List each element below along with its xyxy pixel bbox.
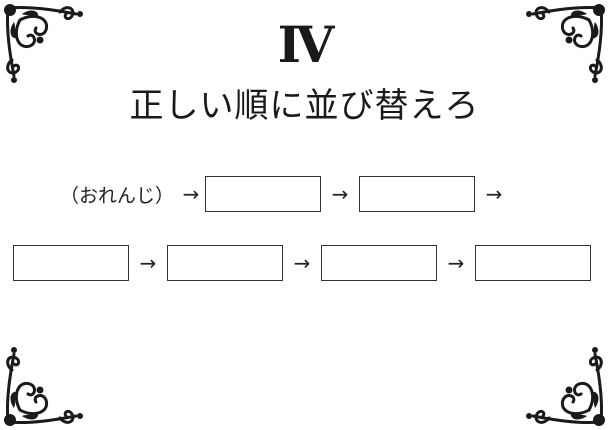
flourish-ornament-icon [526,347,605,426]
start-clue: （おれんじ） [60,184,175,207]
corner-ornament-top-right [523,0,609,86]
answer-slot-1[interactable] [205,176,322,212]
puzzle-title: 正しい順に並び替えろ [129,86,480,126]
arrow-icon: → [293,251,311,275]
corner-ornament-bottom-right [523,344,609,430]
corner-ornament-top-left [0,0,86,86]
answer-slot-2[interactable] [359,176,476,212]
arrow-icon: → [139,251,157,275]
answer-slot-6[interactable] [475,245,591,281]
sequence-row-2: → → → [13,245,591,281]
answer-slot-4[interactable] [167,245,283,281]
arrow-icon: → [485,182,503,206]
flourish-ornament-icon [4,347,83,426]
puzzle-numeral: Ⅳ [277,17,335,73]
arrow-icon: → [331,182,349,206]
arrow-icon: → [447,251,465,275]
flourish-ornament-icon [4,4,83,83]
answer-slot-3[interactable] [13,245,129,281]
flourish-ornament-icon [526,4,605,83]
arrow-icon: → [182,182,200,206]
sequence-row-1: （おれんじ） → → → [60,176,513,212]
answer-slot-5[interactable] [321,245,437,281]
corner-ornament-bottom-left [0,344,86,430]
